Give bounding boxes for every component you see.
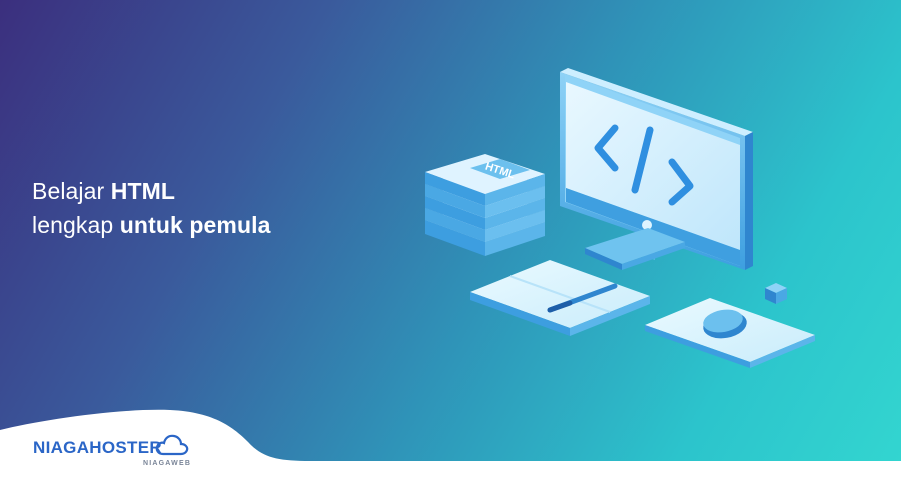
small-cube-icon: [765, 283, 787, 304]
logo-part-niaga: NIAGA: [33, 438, 90, 457]
bottom-wave: [0, 409, 901, 481]
logo-part-hoster: HOSTER: [89, 438, 162, 457]
monitor: [560, 68, 753, 270]
headline-word-belajar: Belajar: [32, 178, 105, 204]
logo-wordmark: NIAGAHOSTER: [33, 438, 162, 458]
logo-subtitle: NIAGAWEB: [143, 460, 192, 467]
notebook: [470, 260, 650, 336]
power-button-icon: [642, 220, 652, 230]
headline-phrase-untuk-pemula: untuk pemula: [119, 212, 271, 238]
code-brackets-icon: [594, 124, 694, 206]
mouse-pad: [645, 298, 815, 368]
headline-word-html: HTML: [110, 178, 176, 204]
html-book-stack: HTML: [425, 154, 545, 256]
headline-line-2: lengkap untuk pemula: [32, 208, 271, 242]
headline-word-lengkap: lengkap: [32, 212, 114, 238]
coding-illustration: HTML: [425, 68, 815, 368]
headline: Belajar HTML lengkap untuk pemula: [32, 174, 271, 242]
cloud-icon: [155, 434, 189, 456]
headline-line-1: Belajar HTML: [32, 174, 271, 208]
mouse-icon: [703, 309, 747, 339]
pen-icon: [547, 283, 618, 313]
